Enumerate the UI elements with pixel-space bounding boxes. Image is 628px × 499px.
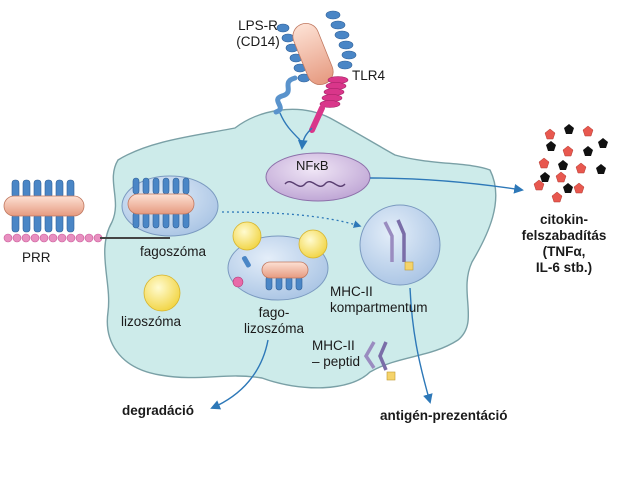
tlr4-label: TLR4 [352,68,386,83]
cytokine-release-label: citokin- felszabadítás (TNFα, IL-6 stb.) [506,212,622,276]
tlr4-to-nfkb-arrow [297,127,313,150]
to-degradation-arrow [210,339,269,410]
prr-label: PRR [22,250,51,265]
mhc-compartment-label: MHC-II kompartmentum [330,284,428,316]
lps-to-nfkb-arrow [279,112,301,141]
mhc-compartment-line2: kompartmentum [330,300,428,315]
cytokine-line2: felszabadítás [521,228,607,243]
lysosome-top-left [232,221,262,251]
mhc-peptide-line2: – peptid [312,354,361,369]
nfkb-complex [265,152,371,202]
degradation-label: degradáció [122,403,195,418]
mhc-ii-peptide-complex [363,341,396,381]
lps-receptor-line1: LPS-R [238,18,278,33]
prr-receptor [3,179,170,243]
to-antigen-presentation-arrow [409,287,433,404]
phagolysosome-line2: lizoszóma [243,321,305,336]
mhc-peptide-label: MHC-II – peptid [312,338,360,370]
lps-receptor-label: LPS-R (CD14) [228,18,288,50]
lysosome-top-right [298,229,328,259]
nfkb-label: NFκB [296,158,329,173]
phagosome-label: fagoszóma [140,244,207,259]
mhc-peptide-line1: MHC-II [312,338,355,353]
antigen-presentation-label: antigén-prezentáció [380,408,508,423]
lps-tlr4-complex [273,10,357,133]
lysosome-free [143,274,181,312]
cytokine-line4: IL-6 stb.) [535,260,593,275]
phagolysosome-line1: fago- [258,305,290,320]
phagosome-to-mhc-arrow [221,211,362,228]
phagosome [121,175,219,237]
phagolysosome-label: fago- lizoszóma [234,305,314,337]
cytokine-line1: citokin- [539,212,588,227]
mhc-compartment-line1: MHC-II [330,284,373,299]
cytokine-line3: (TNFα, [542,244,586,259]
mhc-ii-compartment [359,204,441,286]
cytokine-particles [533,124,608,203]
lysosome-label: lizoszóma [121,314,182,329]
nfkb-to-cytokine-arrow [369,177,524,194]
lps-receptor-line2: (CD14) [236,34,280,49]
